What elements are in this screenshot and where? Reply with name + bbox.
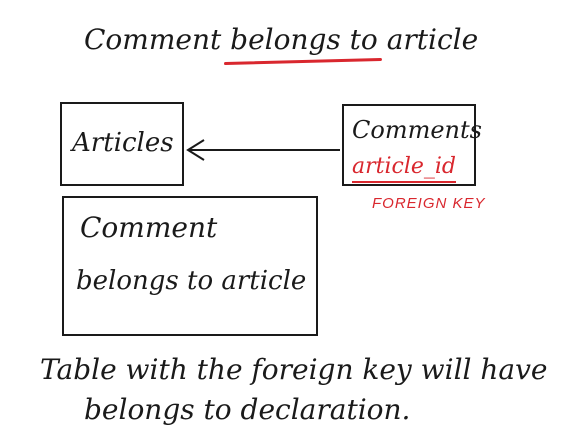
foreign-key-annotation: FOREIGN KEY <box>372 195 486 212</box>
title-relation: belongs to <box>230 23 378 56</box>
comments-table-box <box>342 104 476 186</box>
comments-label: Comments <box>352 116 482 144</box>
note-line-2: belongs to article <box>76 266 307 296</box>
note-line-1: Comment <box>80 211 218 244</box>
caption-line-2: belongs to declaration. <box>84 393 411 426</box>
foreign-key-field: article_id <box>352 154 457 183</box>
articles-table-box <box>60 102 184 186</box>
caption-line-1: Table with the foreign key will have <box>40 353 548 386</box>
arrow-head <box>186 139 205 161</box>
relation-note-box <box>62 196 318 336</box>
articles-label: Articles <box>72 128 174 158</box>
title-prefix: Comment <box>84 23 231 56</box>
title-suffix: article <box>377 23 479 56</box>
diagram-title: Comment belongs to article <box>84 26 478 54</box>
